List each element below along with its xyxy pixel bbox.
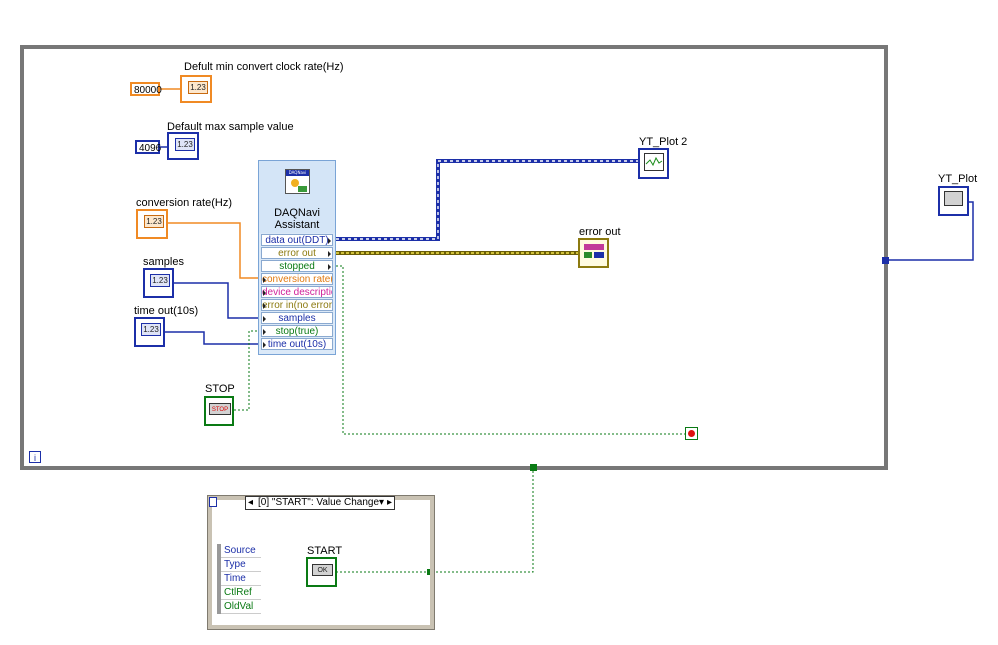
loop-condition-icon[interactable]: [685, 427, 698, 440]
terminal-label: stopped: [279, 261, 315, 272]
error-out-indicator[interactable]: [578, 238, 609, 268]
terminal-label: conversion rate(H: [262, 274, 332, 285]
input-arrow-icon: [263, 290, 266, 296]
wire-stop: [234, 330, 260, 411]
clock-rate-indicator[interactable]: 1.23: [180, 75, 212, 103]
express-vi-terminal[interactable]: samples: [261, 312, 333, 324]
input-arrow-icon: [263, 303, 266, 309]
stop-label: STOP: [205, 383, 235, 395]
express-vi-terminal[interactable]: device descriptio: [261, 286, 333, 298]
ok-button-icon: OK: [312, 564, 333, 576]
wire-conversion-rate: [168, 222, 260, 279]
express-vi-terminal[interactable]: error out: [261, 247, 333, 259]
input-arrow-icon: [263, 329, 266, 335]
input-arrow-icon: [263, 342, 266, 348]
terminal-label: data out(DDT): [265, 235, 329, 246]
conversion-rate-label: conversion rate(Hz): [136, 197, 232, 209]
output-arrow-icon: [328, 251, 331, 257]
terminal-label: samples: [278, 313, 316, 324]
numeric-icon: 1.23: [141, 323, 161, 336]
daqnavi-icon: DAQNavi: [285, 169, 310, 194]
stop-button-control[interactable]: STOP: [204, 396, 234, 426]
terminal-label: time out(10s): [267, 339, 327, 350]
wire-stopped: [336, 265, 686, 435]
event-data-source[interactable]: Source: [221, 544, 261, 558]
express-vi-terminal[interactable]: conversion rate(H: [261, 273, 333, 285]
loop-iteration-terminal[interactable]: i: [29, 451, 41, 463]
clock-rate-label: Defult min convert clock rate(Hz): [184, 61, 344, 73]
decrement-arrow-icon[interactable]: ◂: [248, 497, 254, 508]
start-button-control[interactable]: OK: [306, 557, 337, 587]
wire-yt-plot: [889, 201, 974, 261]
yt-plot-label: YT_Plot: [938, 173, 978, 185]
samples-label: samples: [143, 256, 184, 268]
clock-rate-constant[interactable]: 80000: [130, 82, 162, 96]
wire-timeout: [165, 331, 260, 345]
input-arrow-icon: [263, 277, 266, 283]
bottom-tunnel: [530, 464, 537, 471]
event-data-type[interactable]: Type: [221, 558, 261, 572]
event-data-time[interactable]: Time: [221, 572, 261, 586]
yt-plot-indicator[interactable]: [938, 186, 969, 216]
yt-plot-2-label: YT_Plot 2: [639, 136, 688, 148]
output-tunnel: [882, 257, 889, 264]
max-sample-label: Default max sample value: [167, 121, 294, 133]
start-label: START: [307, 545, 343, 557]
increment-arrow-icon[interactable]: ▸: [386, 497, 392, 508]
terminal-label: device descriptio: [262, 287, 333, 298]
yt-plot-2-indicator[interactable]: [638, 148, 669, 179]
terminal-label: error out: [278, 248, 316, 259]
wire-start: [433, 471, 534, 573]
event-data-ctlref[interactable]: CtlRef: [221, 586, 261, 600]
chart-icon: [944, 191, 963, 206]
stop-button-icon: STOP: [209, 403, 231, 415]
timeout-label: time out(10s): [134, 305, 199, 317]
conversion-rate-control[interactable]: 1.23: [136, 209, 168, 239]
express-vi-terminal[interactable]: stop(true): [261, 325, 333, 337]
error-out-label: error out: [579, 226, 621, 238]
terminal-label: error in(no error): [262, 300, 333, 311]
terminal-label: stop(true): [275, 326, 319, 337]
event-data-oldval[interactable]: OldVal: [221, 600, 261, 614]
event-data-node: Source Type Time CtlRef OldVal: [217, 544, 261, 614]
event-timeout-terminal[interactable]: [209, 497, 217, 507]
daqnavi-assistant-express-vi[interactable]: DAQNavi DAQNavi Assistant data out(DDT) e…: [258, 160, 336, 355]
output-arrow-icon: [328, 238, 331, 244]
max-sample-indicator[interactable]: 1.23: [167, 132, 199, 160]
wire-samples: [174, 282, 260, 319]
numeric-icon: 1.23: [150, 274, 170, 287]
express-vi-terminal[interactable]: time out(10s): [261, 338, 333, 350]
numeric-icon: 1.23: [144, 215, 164, 228]
samples-control[interactable]: 1.23: [143, 268, 174, 298]
input-arrow-icon: [263, 316, 266, 322]
max-sample-constant[interactable]: 4096: [135, 140, 161, 154]
timeout-control[interactable]: 1.23: [134, 317, 165, 347]
express-vi-terminal[interactable]: error in(no error): [261, 299, 333, 311]
express-vi-title: DAQNavi Assistant: [274, 207, 320, 231]
express-vi-terminal[interactable]: data out(DDT): [261, 234, 333, 246]
express-vi-terminal[interactable]: stopped: [261, 260, 333, 272]
graph-icon: [644, 153, 664, 171]
numeric-icon: 1.23: [175, 138, 195, 151]
output-arrow-icon: [328, 264, 331, 270]
event-case-label: [0] "START": Value Change: [258, 497, 380, 508]
numeric-icon: 1.23: [188, 81, 208, 94]
chevron-down-icon[interactable]: ▾: [378, 497, 384, 508]
event-case-selector[interactable]: ◂ [0] "START": Value Change ▾ ▸: [245, 496, 395, 510]
